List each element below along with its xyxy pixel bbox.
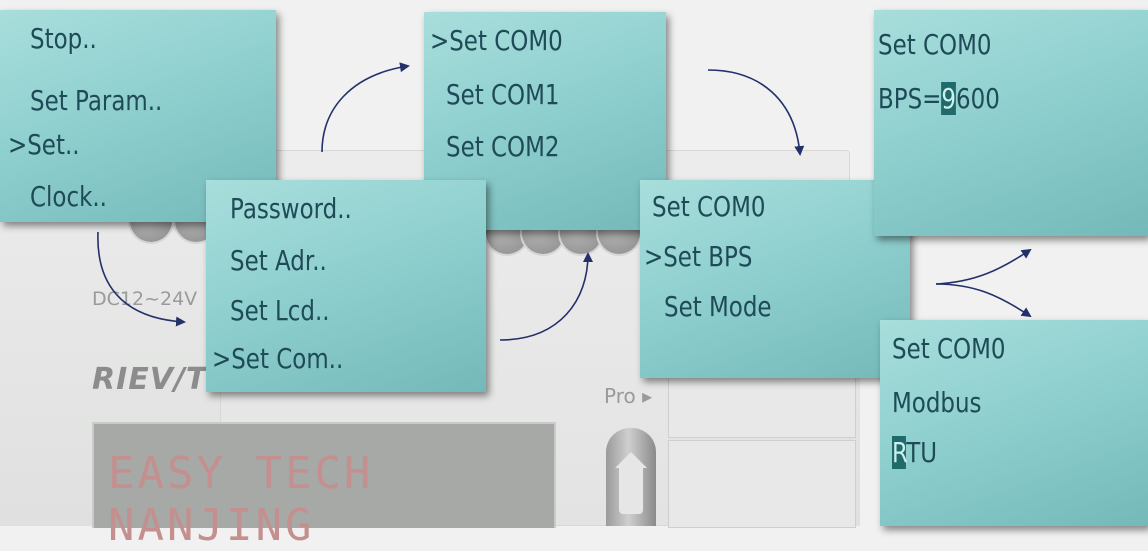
device-lcd: EASY TECH NANJING (92, 422, 556, 551)
expansion-port-cover (668, 440, 856, 528)
pro-label: Pro ▸ (604, 384, 653, 408)
flow-arrows (97, 62, 1032, 341)
menu-item-password[interactable]: Password.. (230, 192, 352, 225)
bps-cursor-digit[interactable]: 9 (941, 82, 957, 115)
menu-item-set-selected[interactable]: >Set.. (8, 128, 80, 161)
bps-screen-title: Set COM0 (878, 28, 992, 61)
menu-item-set-com1[interactable]: Set COM1 (446, 78, 560, 111)
com0-menu-panel: Set COM0 >Set BPS Set Mode (640, 180, 910, 378)
menu-item-set-param[interactable]: Set Param.. (30, 84, 163, 117)
menu-item-clock[interactable]: Clock.. (30, 180, 107, 213)
device-lcd-line-1: EASY TECH (108, 448, 374, 499)
arrow-bps-split-up (935, 248, 1032, 285)
mode-cursor-char[interactable]: R (892, 436, 907, 469)
arrow-setcom-to-com (499, 252, 593, 341)
mode-screen-title: Set COM0 (892, 332, 1006, 365)
com0-title: Set COM0 (652, 190, 766, 223)
arrow-main-to-set (321, 62, 410, 153)
menu-item-set-lcd[interactable]: Set Lcd.. (230, 294, 330, 327)
set-menu-panel: Password.. Set Adr.. Set Lcd.. >Set Com.… (206, 180, 486, 392)
arrow-com-to-com0 (707, 69, 805, 156)
mode-value-rest: TU (906, 436, 938, 469)
bps-value-rest: 600 (956, 82, 1000, 115)
menu-item-set-com0-selected[interactable]: >Set COM0 (430, 24, 563, 57)
bps-label: BPS= (878, 82, 942, 115)
arrow-clock-to-set (97, 231, 186, 327)
menu-item-stop[interactable]: Stop.. (30, 22, 97, 55)
up-arrow-icon (615, 452, 647, 514)
menu-item-set-bps-selected[interactable]: >Set BPS (644, 240, 753, 273)
up-key-button[interactable] (606, 428, 656, 526)
voltage-label: DC12~24V (92, 288, 198, 310)
menu-item-set-mode[interactable]: Set Mode (664, 290, 772, 323)
menu-item-set-adr[interactable]: Set Adr.. (230, 244, 327, 277)
bps-screen-panel: Set COM0 BPS=9600 (874, 10, 1148, 236)
arrow-bps-split-down (935, 283, 1032, 318)
menu-item-set-com2[interactable]: Set COM2 (446, 130, 560, 163)
menu-item-set-com-selected[interactable]: >Set Com.. (212, 342, 344, 375)
mode-screen-panel: Set COM0 Modbus RTU (880, 320, 1148, 526)
bps-value-field[interactable]: BPS=9600 (878, 82, 1000, 115)
brand-logo: RIEV/T (92, 362, 208, 397)
mode-value-field[interactable]: RTU (892, 436, 938, 469)
protocol-label: Modbus (892, 386, 982, 419)
